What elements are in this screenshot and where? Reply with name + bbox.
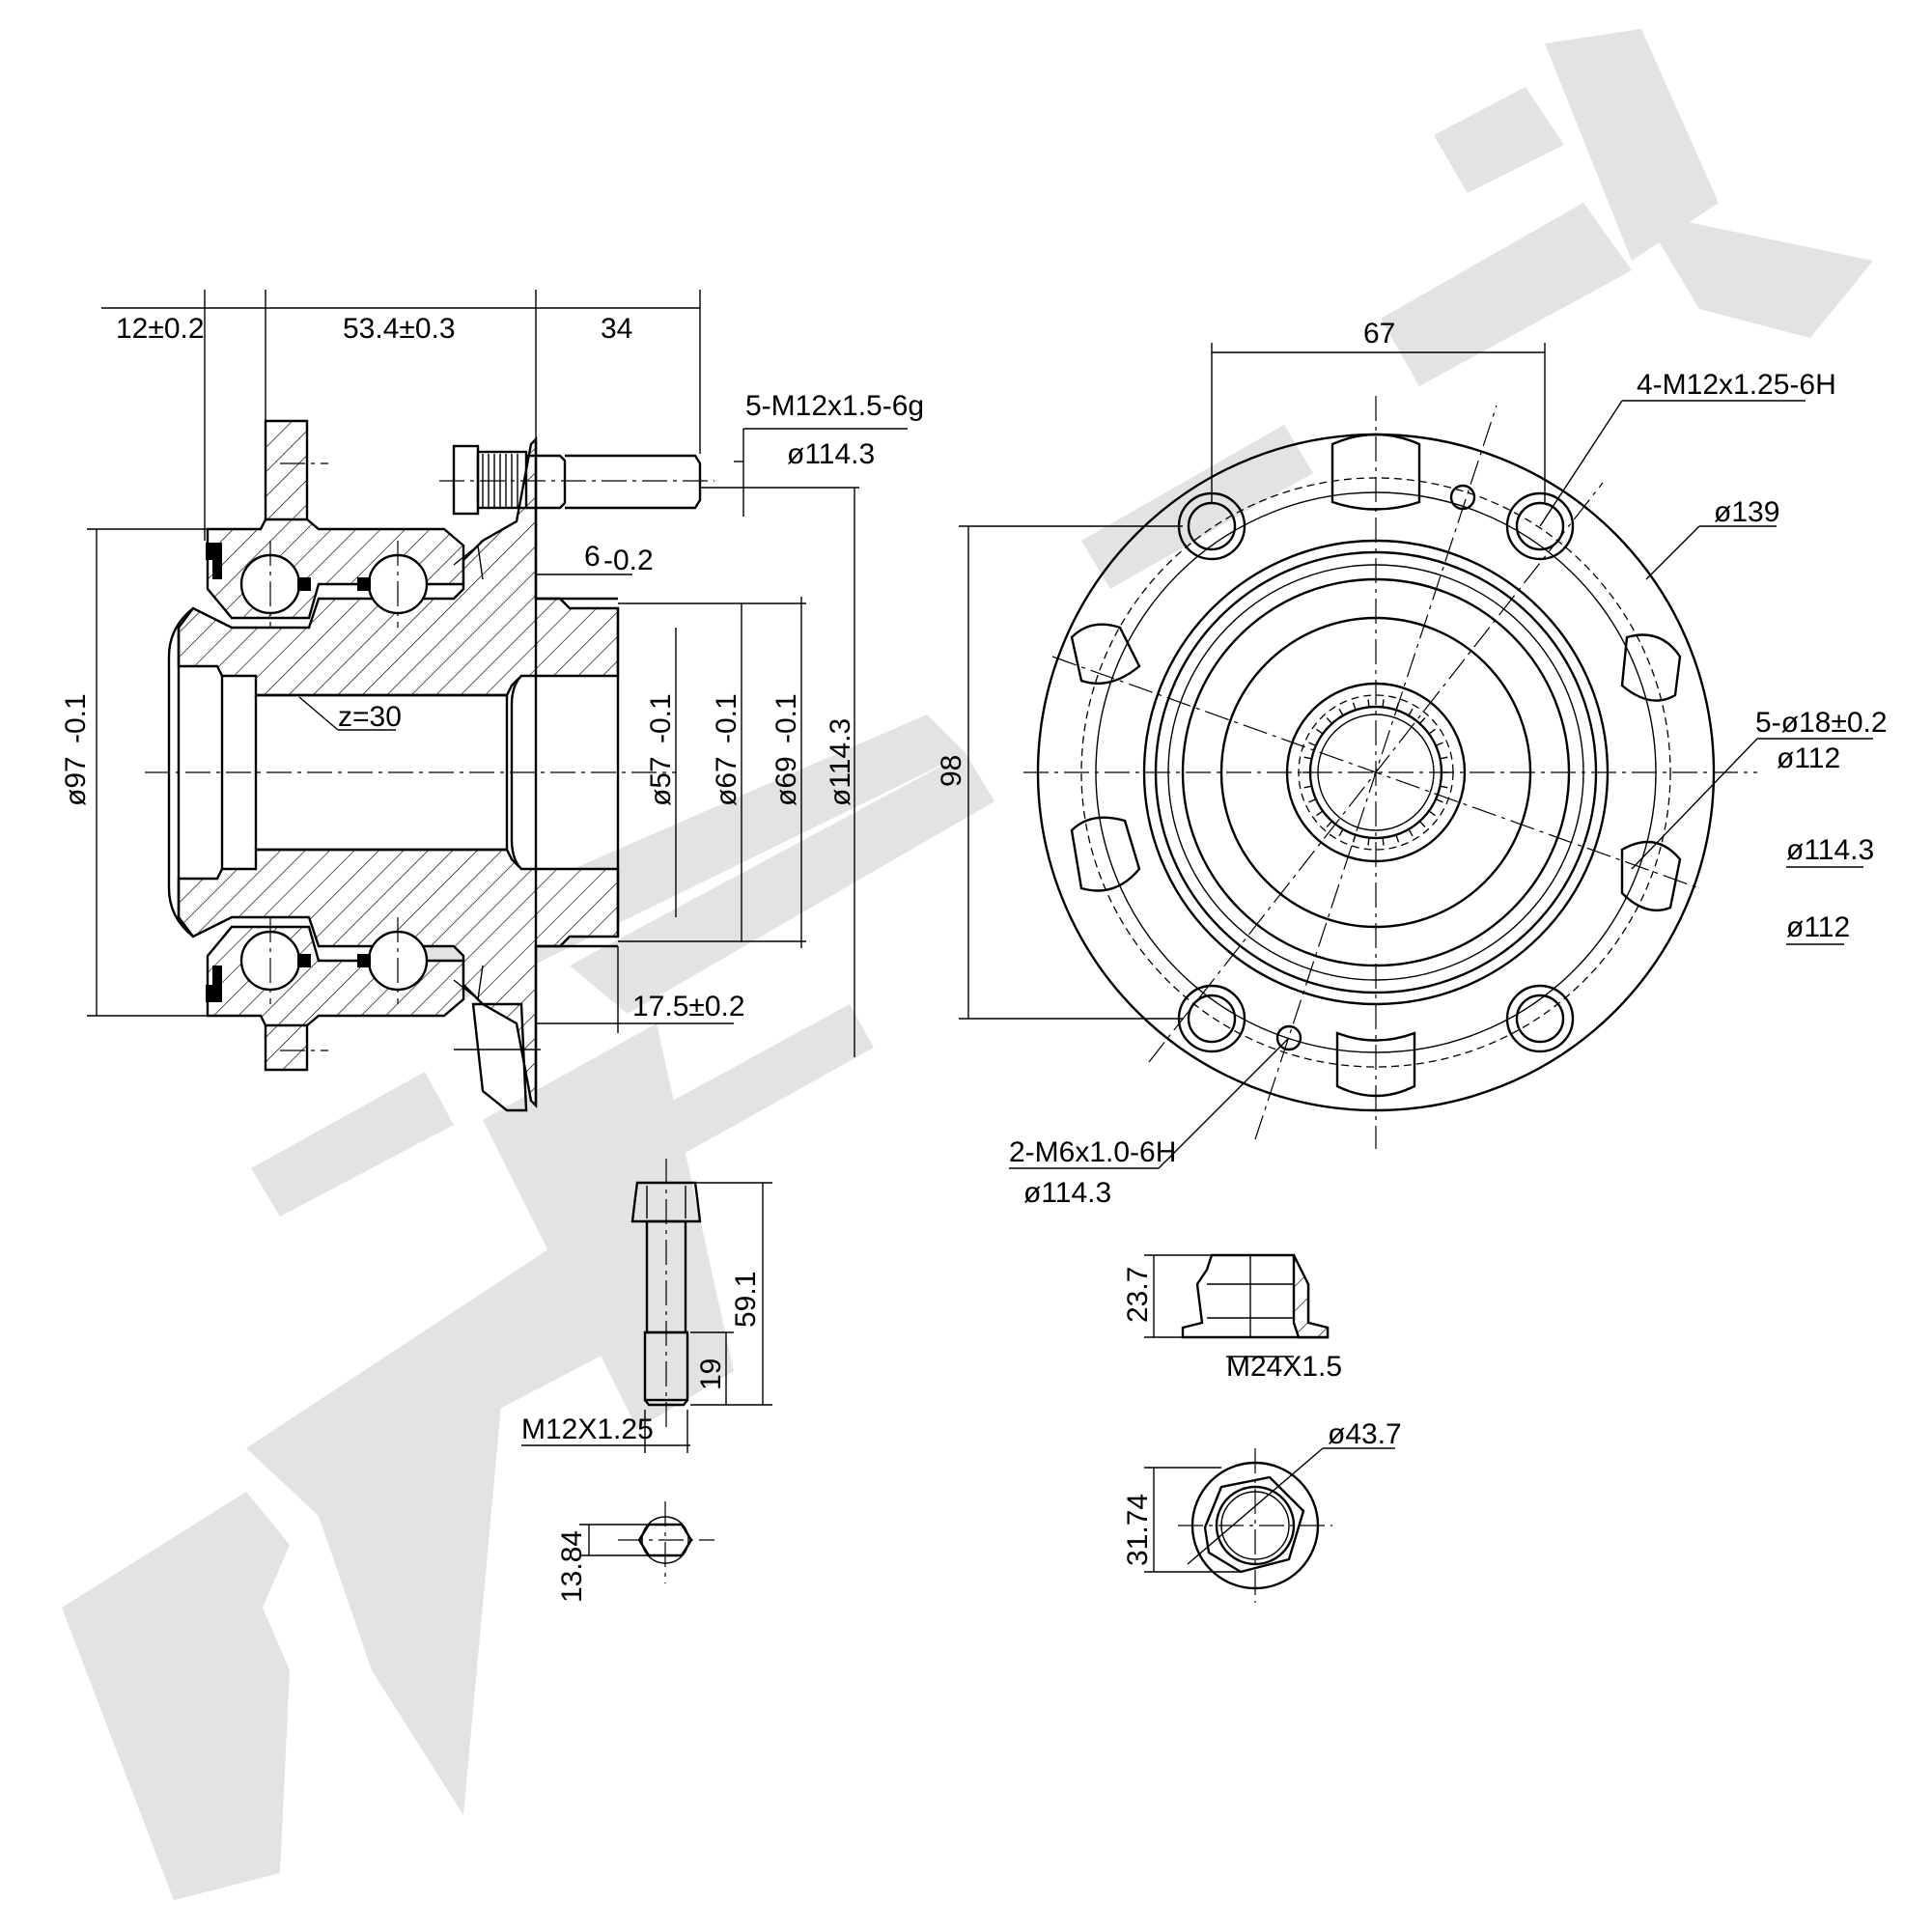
spline-tooth	[1408, 828, 1414, 837]
nut-section	[1292, 1254, 1330, 1339]
spline-tooth	[1418, 821, 1426, 827]
wheel-stud	[439, 444, 714, 516]
spline-tooth	[1338, 708, 1344, 716]
d67-tol: -0.1	[711, 693, 742, 743]
spline-tooth	[1435, 798, 1443, 803]
hub-lower-section	[177, 848, 620, 1108]
width-67: 67	[1363, 318, 1395, 350]
stud-pcd: ø114.3	[787, 438, 875, 470]
spline-tooth	[1316, 810, 1324, 817]
d97-tol: -0.1	[60, 693, 92, 743]
bolt-length: 59.1	[730, 1272, 762, 1328]
lug-left-upper	[1070, 623, 1141, 685]
nut-dimensions: 23.7 M24X1.5 ø43.7 31.74	[1122, 1254, 1402, 1573]
spline-tooth	[1418, 717, 1426, 724]
d112-b: ø112	[1786, 911, 1850, 943]
flange-edges	[536, 597, 618, 948]
m6-pcd: ø114.3	[1023, 1177, 1111, 1209]
spline-tooth	[1316, 728, 1324, 735]
hub-nut	[1178, 1253, 1332, 1603]
nut-across-flats: 31.74	[1122, 1494, 1154, 1566]
seal-upper-inner	[206, 543, 222, 579]
spline-tooth	[1326, 717, 1333, 724]
hub-nose	[167, 607, 194, 938]
d57-tol: -0.1	[645, 693, 677, 743]
spline-tooth	[1435, 742, 1443, 746]
spline-tooth	[1408, 708, 1414, 716]
lug-bottom	[1335, 1031, 1416, 1098]
bore-edges	[220, 676, 509, 869]
spline-tooth	[1428, 728, 1436, 735]
bore-lines	[256, 693, 507, 852]
height-98: 98	[936, 755, 967, 787]
bolt-thread: M12X1.25	[521, 1414, 654, 1445]
spline-label: z=30	[338, 701, 402, 733]
spline-tooth	[1382, 699, 1385, 708]
front-view-dimensions: 67 98 4-M12x1.25-6H ø139 5-ø18±0.2 ø112 …	[936, 318, 1888, 1209]
dim-12: 12±0.2	[116, 313, 205, 345]
bore-step	[510, 675, 522, 870]
side-view-dimensions: 12±0.2 53.4±0.3 34 5-M12x1.5-6g ø114.3 6…	[60, 290, 924, 1057]
spline-tooth	[1326, 821, 1333, 827]
d67-label: ø67	[711, 756, 742, 806]
upper-lug	[264, 419, 309, 523]
spline-tooth	[1395, 834, 1400, 843]
nut-height: 23.7	[1122, 1267, 1154, 1323]
spline-tooth	[1367, 837, 1370, 846]
spline-tooth	[1352, 702, 1357, 711]
spline-tooth	[1303, 785, 1312, 789]
seal-lower-inner	[206, 966, 222, 1002]
spline-tooth	[1303, 756, 1312, 760]
lug-right-lower	[1620, 840, 1682, 912]
nut-thread: M24X1.5	[1226, 1351, 1342, 1383]
spline-tooth	[1308, 742, 1317, 746]
spline-tooth	[1367, 699, 1370, 708]
axle-bolt	[630, 1159, 702, 1429]
nut-end-view	[1203, 1475, 1305, 1574]
d139: ø139	[1714, 496, 1779, 528]
dim-53-4: 53.4±0.3	[343, 313, 456, 345]
flange-offset: 17.5±0.2	[632, 991, 745, 1022]
spline-tooth	[1440, 756, 1448, 760]
lug-top	[1330, 433, 1421, 511]
spline-tooth	[1428, 810, 1436, 817]
bolt-head-size: 13.84	[556, 1530, 588, 1603]
m6-holes: 2-M6x1.0-6H	[1009, 1136, 1176, 1168]
lug-right-upper	[1620, 633, 1682, 702]
bolt-dimensions: 59.1 19 M12X1.25 13.84	[521, 1182, 772, 1603]
spline-tooth	[1338, 828, 1344, 837]
d97-label: ø97	[60, 756, 92, 806]
front-view	[1023, 396, 1757, 1149]
dim-34: 34	[601, 313, 632, 345]
d69-tol: -0.1	[770, 693, 802, 743]
face-dim-tol: -0.2	[603, 545, 654, 576]
bolt-holes: 5-ø18±0.2	[1755, 707, 1888, 739]
bolt-thread-len: 19	[695, 1358, 727, 1390]
shield-lower	[471, 1002, 528, 1112]
d114-label: ø114.3	[825, 718, 856, 806]
nut-flange-dia: ø43.7	[1328, 1418, 1402, 1450]
lug-left-lower	[1070, 816, 1141, 892]
side-section-view	[145, 419, 714, 1112]
d69-label: ø69	[770, 756, 802, 806]
d114-front: ø114.3	[1786, 834, 1874, 866]
stud-holes	[1177, 484, 1575, 1053]
spline-tooth	[1440, 785, 1448, 789]
lower-lug	[264, 1022, 309, 1072]
face-dim: 6	[584, 541, 601, 573]
d57-label: ø57	[645, 756, 677, 806]
d112-a: ø112	[1777, 742, 1840, 774]
spline-tooth	[1308, 798, 1317, 803]
seal-outer	[453, 544, 484, 1001]
spline-tooth	[1382, 837, 1385, 846]
hub-upper-section	[177, 436, 620, 697]
thread-holes: 4-M12x1.25-6H	[1637, 369, 1836, 401]
stud-spec: 5-M12x1.5-6g	[745, 390, 924, 422]
